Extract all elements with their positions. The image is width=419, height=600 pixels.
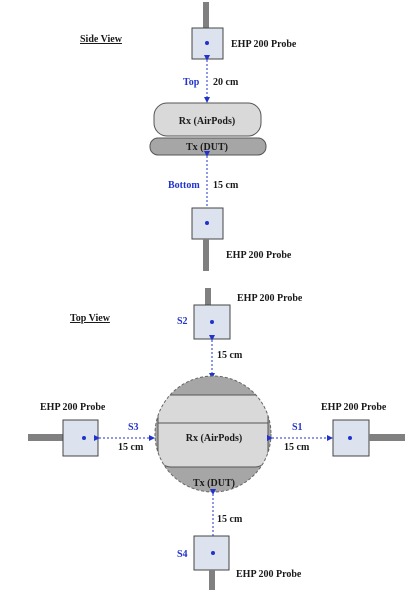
top-view-title: Top View — [70, 313, 111, 324]
s3-probe-label: EHP 200 Probe — [40, 402, 106, 413]
side-view-title: Side View — [80, 34, 123, 45]
top-rx-body — [157, 394, 269, 468]
s4-probe-rod — [209, 570, 215, 590]
s2-tag: S2 — [177, 316, 188, 327]
s2-probe-point — [210, 320, 214, 324]
s4-probe-label: EHP 200 Probe — [236, 569, 302, 580]
top-probe-point — [205, 41, 209, 45]
s3-distance-label: 15 cm — [118, 442, 144, 453]
s3-probe-point — [82, 436, 86, 440]
bottom-probe-rod — [203, 239, 209, 271]
s2-probe-rod — [205, 288, 211, 306]
side-tx-label: Tx (DUT) — [186, 142, 228, 153]
side-view: Side View EHP 200 Probe Top 20 cm Rx (Ai… — [80, 2, 297, 271]
side-rx-body — [153, 102, 262, 137]
s1-probe-label: EHP 200 Probe — [321, 402, 387, 413]
bottom-probe-label: EHP 200 Probe — [226, 250, 292, 261]
bottom-probe-point — [205, 221, 209, 225]
s3-probe-rod — [28, 434, 64, 441]
top-tx-label: Tx (DUT) — [193, 478, 235, 489]
top-distance-label: 20 cm — [213, 77, 239, 88]
top-rx-label: Rx (AirPods) — [186, 433, 242, 444]
top-probe-label: EHP 200 Probe — [231, 39, 297, 50]
top-tag: Top — [183, 77, 200, 88]
s4-tag: S4 — [177, 549, 188, 560]
bottom-tag: Bottom — [168, 180, 200, 191]
s2-probe-label: EHP 200 Probe — [237, 293, 303, 304]
s1-tag: S1 — [292, 422, 303, 433]
side-rx-label: Rx (AirPods) — [179, 116, 235, 127]
s1-probe-point — [348, 436, 352, 440]
top-view: Top View EHP 200 Probe S2 15 cm Rx (AirP… — [28, 288, 405, 590]
s4-distance-label: 15 cm — [217, 514, 243, 525]
s1-distance-label: 15 cm — [284, 442, 310, 453]
s3-probe — [62, 419, 99, 457]
bottom-distance-label: 15 cm — [213, 180, 239, 191]
s3-tag: S3 — [128, 422, 139, 433]
s2-distance-label: 15 cm — [217, 350, 243, 361]
s4-probe-point — [211, 551, 215, 555]
s1-probe-rod — [369, 434, 405, 441]
top-probe-rod — [203, 2, 209, 30]
